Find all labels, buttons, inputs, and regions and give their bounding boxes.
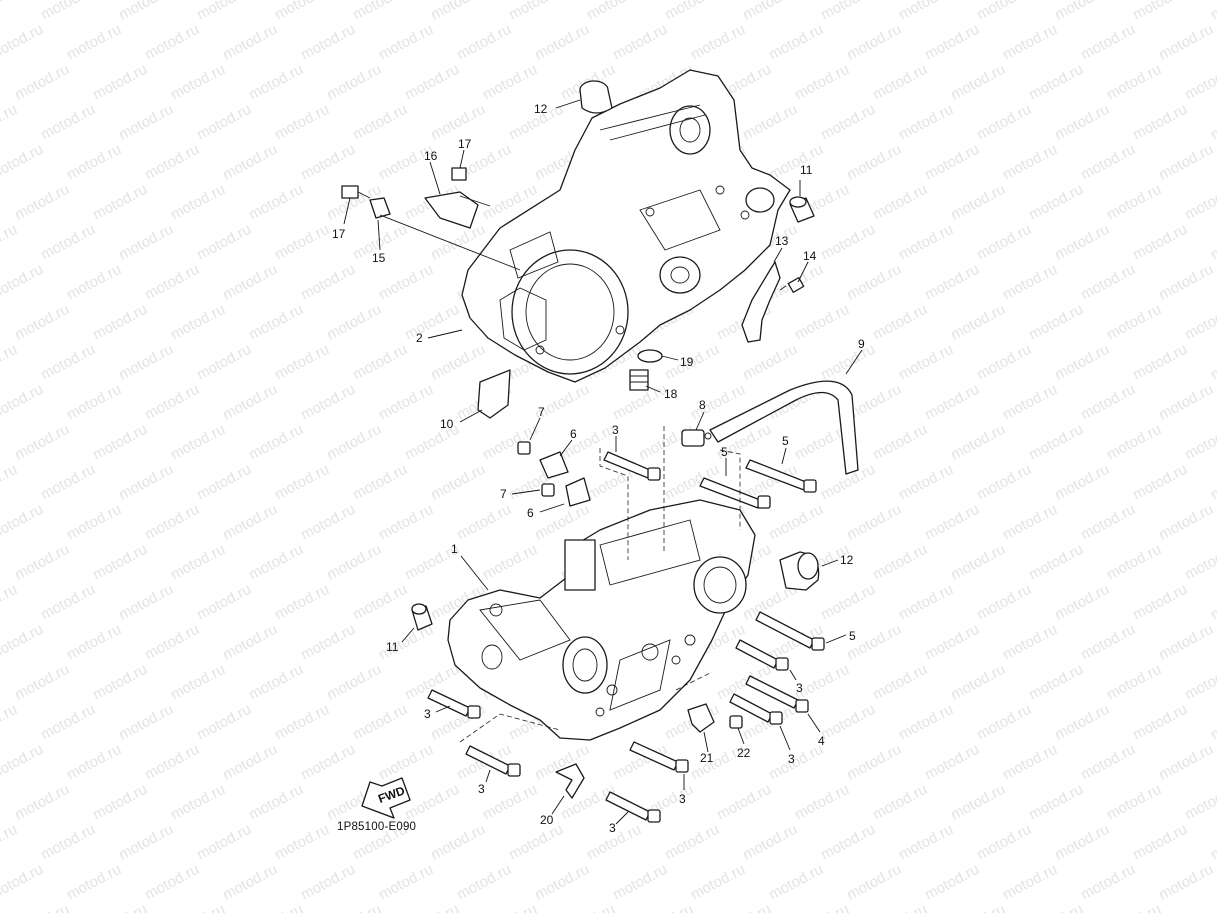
drain-bolt-part-18 (629, 349, 663, 391)
bolt-part-3-top (603, 451, 661, 481)
bolt-part-3-right-a (735, 639, 789, 671)
callout-19: 19 (680, 355, 694, 369)
callout-1: 1 (451, 542, 458, 556)
bolt-part-14 (779, 277, 805, 293)
callout-7-b: 7 (500, 487, 507, 501)
fitting-part-8 (681, 429, 712, 447)
plate-part-6-a (539, 451, 569, 479)
callout-3-left-b: 3 (478, 782, 485, 796)
callout-3-top: 3 (612, 423, 619, 437)
callout-3-left-a: 3 (424, 707, 431, 721)
diagram-code: 1P85100-E090 (337, 821, 417, 833)
dowel-part-11-bottom (411, 603, 433, 631)
bushing-part-12-top (579, 80, 613, 114)
callouts: 1 2 3 3 3 3 3 3 3 4 5 5 5 6 6 7 (332, 99, 865, 835)
callout-6-a: 6 (570, 427, 577, 441)
bolt-part-7-a (517, 441, 531, 455)
bolt-part-22 (729, 715, 743, 729)
gasket-part-13 (741, 261, 781, 343)
callout-7-a: 7 (538, 405, 545, 419)
bolt-part-3-left-b (465, 745, 521, 777)
bolt-part-17-b (451, 167, 467, 181)
bolt-part-3-right-b (729, 693, 783, 725)
callout-3-bottom-a: 3 (679, 792, 686, 806)
callout-14: 14 (803, 249, 817, 263)
cover-part-16 (424, 191, 491, 229)
clip-part-15 (369, 197, 391, 219)
callout-4: 4 (818, 734, 825, 748)
callout-3-right-a: 3 (796, 681, 803, 695)
bolt-part-4 (745, 675, 809, 713)
callout-16: 16 (424, 149, 438, 163)
crankcase-right-half (461, 69, 791, 383)
callout-2: 2 (416, 331, 423, 345)
bolt-part-5-a (699, 477, 771, 509)
callout-15: 15 (372, 251, 386, 265)
callout-3-right-b: 3 (788, 752, 795, 766)
dowel-part-11-top (789, 196, 815, 223)
callout-13: 13 (775, 234, 789, 248)
plate-part-6-b (565, 477, 591, 507)
callout-20: 20 (540, 813, 554, 827)
callout-11-bottom: 11 (386, 640, 399, 654)
callout-22: 22 (737, 746, 751, 760)
bolt-part-17-a (341, 185, 371, 199)
bolt-part-3-left-a (427, 689, 481, 719)
bolt-part-3-bottom-b (605, 791, 661, 823)
callout-6-b: 6 (527, 506, 534, 520)
callout-12-top: 12 (534, 102, 548, 116)
callout-8: 8 (699, 398, 706, 412)
callout-17-top: 17 (458, 137, 472, 151)
callout-3-bottom-b: 3 (609, 821, 616, 835)
callout-5-a: 5 (782, 434, 789, 448)
bushing-part-12-bottom (779, 551, 820, 591)
crankcase-left-half (447, 499, 756, 741)
callout-9: 9 (858, 337, 865, 351)
bolt-part-7-b (541, 483, 555, 497)
bolt-part-5-b (745, 459, 817, 493)
bolt-part-5-c (755, 611, 825, 651)
o-ring-part-10 (477, 369, 511, 419)
callout-5-c: 5 (849, 629, 856, 643)
hose-part-9 (709, 380, 859, 475)
callout-17-left: 17 (332, 227, 346, 241)
forward-direction-arrow: FWD (361, 777, 411, 819)
callout-11-top: 11 (800, 163, 813, 177)
callout-18: 18 (664, 387, 678, 401)
callout-10: 10 (440, 417, 454, 431)
callout-5-b: 5 (721, 445, 728, 459)
callout-21: 21 (700, 751, 714, 765)
bolt-part-3-bottom-a (629, 741, 689, 773)
clip-part-21 (687, 703, 715, 733)
callout-12-bottom: 12 (840, 553, 854, 567)
clip-part-20 (555, 763, 585, 799)
